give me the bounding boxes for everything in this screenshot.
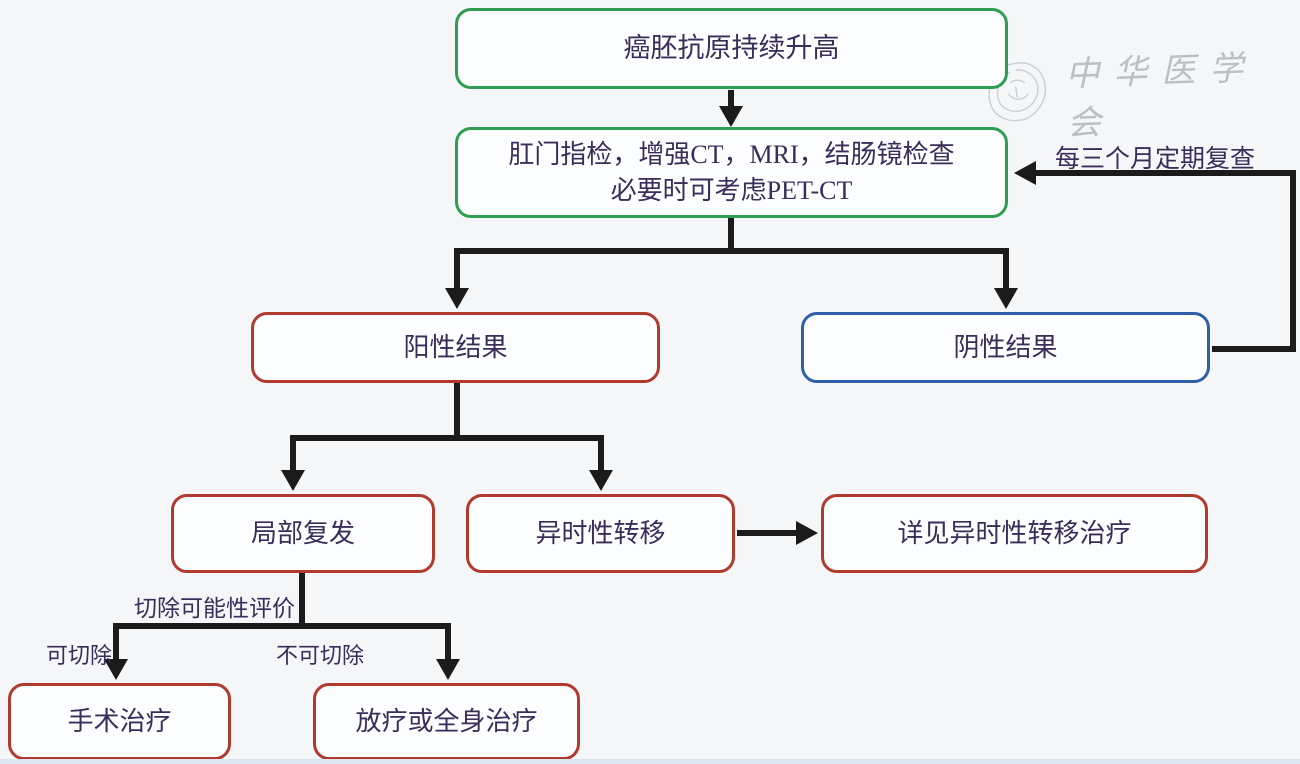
node-positive-result-label: 阳性结果 xyxy=(403,332,508,362)
node-cea-rising-label: 癌胚抗原持续升高 xyxy=(623,33,840,64)
node-radio-or-systemic-treatment-label: 放疗或全身治疗 xyxy=(355,706,538,736)
watermark: 中华医学会 xyxy=(983,48,1283,144)
node-surgery-treatment: 手术治疗 xyxy=(8,683,231,760)
edge-label-periodic-review: 每三个月定期复查 xyxy=(1054,146,1255,173)
bottom-border-band xyxy=(0,759,1300,764)
edge-label-resectability-evaluation: 切除可能性评价 xyxy=(134,596,295,621)
node-metachronous-metastasis-label: 异时性转移 xyxy=(535,518,666,548)
node-local-recurrence: 局部复发 xyxy=(171,494,435,573)
node-metachronous-metastasis: 异时性转移 xyxy=(466,494,735,573)
node-examinations: 肛门指检，增强CT，MRI，结肠镜检查 必要时可考虑PET-CT xyxy=(455,127,1008,218)
node-cea-rising: 癌胚抗原持续升高 xyxy=(455,8,1008,89)
node-local-recurrence-label: 局部复发 xyxy=(250,518,355,548)
node-see-metastasis-treatment: 详见异时性转移治疗 xyxy=(821,494,1208,573)
node-negative-result-label: 阴性结果 xyxy=(953,332,1058,362)
node-examinations-line2: 必要时可考虑PET-CT xyxy=(610,175,853,205)
node-negative-result: 阴性结果 xyxy=(801,312,1210,383)
node-examinations-line1: 肛门指检，增强CT，MRI，结肠镜检查 xyxy=(508,140,955,170)
node-radio-or-systemic-treatment: 放疗或全身治疗 xyxy=(313,683,580,760)
node-positive-result: 阳性结果 xyxy=(251,312,660,383)
node-see-metastasis-treatment-label: 详见异时性转移治疗 xyxy=(897,518,1132,548)
edge-label-unresectable: 不可切除 xyxy=(276,643,365,668)
watermark-text: 中华医学会 xyxy=(1064,48,1258,144)
edge-label-resectable: 可切除 xyxy=(46,643,113,668)
node-surgery-treatment-label: 手术治疗 xyxy=(67,706,172,736)
